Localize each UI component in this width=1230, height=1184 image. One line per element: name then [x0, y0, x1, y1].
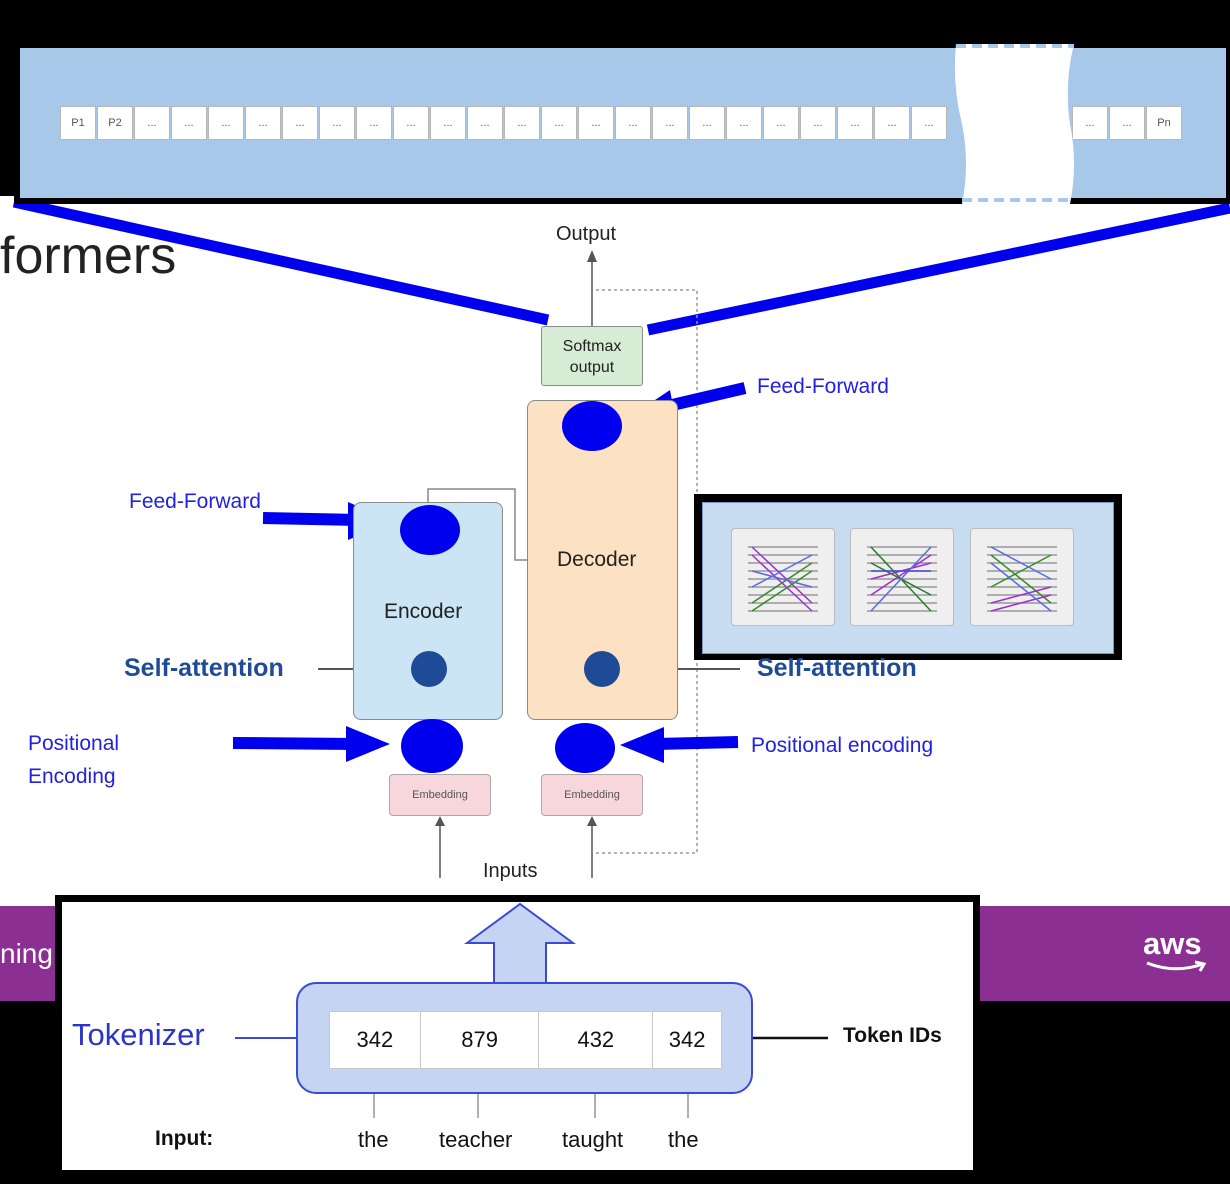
softmax-output-block: Softmax output: [541, 326, 643, 386]
feed-forward-decoder-annotation: Feed-Forward: [757, 375, 889, 398]
attention-pattern-icon: [987, 546, 1057, 612]
aws-logo-text: aws: [1143, 926, 1202, 961]
encoder-decoder-link: [427, 488, 527, 561]
token-id-cell: 342: [330, 1012, 421, 1068]
vocab-cell: ...: [319, 106, 355, 140]
self-attention-encoder-node: [411, 651, 447, 687]
aws-logo: aws: [1143, 926, 1207, 972]
token-id-cell: 342: [668, 1027, 706, 1052]
vocab-cell: ...: [763, 106, 799, 140]
attention-pattern-icon: [867, 546, 937, 612]
feedback-loop: [596, 289, 698, 854]
self-attention-label-encoder: Self-attention: [124, 654, 284, 682]
output-label: Output: [556, 223, 617, 245]
decoder-label: Decoder: [557, 548, 637, 571]
positional-encoding-decoder-annotation: Positional encoding: [751, 734, 934, 757]
vocab-cell: Pn: [1146, 106, 1182, 140]
input-word: taught: [562, 1127, 624, 1152]
callout-line-left: [12, 196, 550, 326]
vocab-cell: ...: [800, 106, 836, 140]
ff-encoder-arrow: [262, 512, 361, 526]
vocab-cell: ...: [911, 106, 947, 140]
vocab-cell: ...: [356, 106, 392, 140]
vocab-cell: ...: [874, 106, 910, 140]
attention-head: [970, 528, 1074, 626]
vocab-cell: P1: [60, 106, 96, 140]
vocab-cell: ...: [134, 106, 170, 140]
ff-encoder-marker: [400, 505, 460, 555]
token-ids-label: Token IDs: [843, 1024, 942, 1047]
vocab-cell: ...: [652, 106, 688, 140]
up-arrow-icon: [463, 902, 577, 985]
attention-pattern-icon: [748, 546, 818, 612]
input-word: the: [668, 1127, 699, 1152]
self-attention-decoder-node: [584, 651, 620, 687]
input-word: the: [358, 1127, 389, 1152]
pe-encoder-marker: [401, 719, 463, 773]
self-attention-label-decoder: Self-attention: [757, 654, 917, 682]
vocab-cell: ...: [1072, 106, 1108, 140]
softmax-label: Softmax: [562, 338, 622, 355]
vocab-cell: ...: [430, 106, 466, 140]
vocab-cell: ...: [689, 106, 725, 140]
vocab-cell: ...: [245, 106, 281, 140]
ff-decoder-marker: [562, 401, 622, 451]
aws-smile-icon: [1146, 960, 1207, 972]
input-label: Input:: [155, 1127, 214, 1150]
banner-text: ning: [0, 938, 53, 969]
embedding-decoder: Embedding: [541, 774, 643, 816]
vocab-cell: ...: [837, 106, 873, 140]
inputs-label: Inputs: [483, 860, 538, 882]
softmax-label: output: [569, 359, 615, 376]
vocab-cell: ...: [1109, 106, 1145, 140]
vocab-cell: ...: [578, 106, 614, 140]
pe-decoder-marker: [555, 723, 615, 773]
pe-encoder-arrow: [232, 737, 359, 750]
vocab-token-row: P1 P2 ... ... ... ... ... ... ... ... ..…: [60, 106, 948, 142]
attention-head: [731, 528, 835, 626]
annotation-line: Encoding: [28, 765, 116, 788]
vocab-cell: ...: [726, 106, 762, 140]
annotation-line: Positional: [28, 732, 120, 755]
vocab-cell: ...: [615, 106, 651, 140]
encoder-label: Encoder: [384, 600, 463, 623]
embedding-encoder: Embedding: [389, 774, 491, 816]
vocab-cell: P2: [97, 106, 133, 140]
vocab-cell: ...: [208, 106, 244, 140]
attention-head: [850, 528, 954, 626]
vocab-cell: ...: [171, 106, 207, 140]
positional-encoding-encoder-annotation: Positional Encoding: [28, 727, 119, 793]
pe-decoder-arrow: [655, 736, 739, 750]
vocab-token-row-end: ... ... Pn: [1072, 106, 1183, 140]
torn-gap-icon: [954, 44, 1074, 204]
vocab-cell: ...: [282, 106, 318, 140]
token-id-cell: 879: [421, 1012, 540, 1068]
feed-forward-encoder-annotation: Feed-Forward: [129, 490, 261, 513]
input-word: teacher: [439, 1127, 513, 1152]
callout-line-right: [646, 202, 1230, 336]
vocab-cell: ...: [467, 106, 503, 140]
vocab-cell: ...: [541, 106, 577, 140]
token-id-table: 342 879 432 342: [329, 1011, 722, 1069]
ff-decoder-arrow: [666, 382, 747, 412]
vocab-cell: ...: [504, 106, 540, 140]
vocab-cell: ...: [393, 106, 429, 140]
tokenizer-label: Tokenizer: [72, 1017, 205, 1052]
token-id-cell: 432: [539, 1012, 654, 1068]
